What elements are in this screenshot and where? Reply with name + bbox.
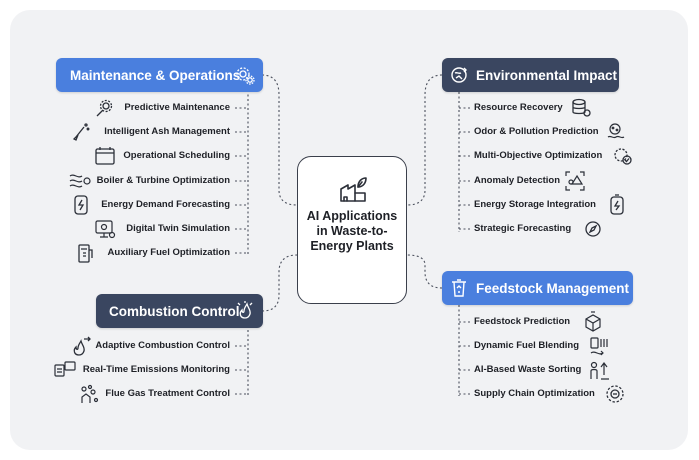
monitor-emissions-icon (53, 359, 77, 381)
combustion-header: Combustion Control (96, 294, 263, 328)
item-operational-scheduling: Operational Scheduling (123, 150, 230, 161)
item-predictive-maintenance: Predictive Maintenance (124, 102, 230, 113)
feedstock-header: Feedstock Management (442, 271, 633, 305)
item-intelligent-ash-management: Intelligent Ash Management (104, 126, 230, 137)
item-strategic-forecasting: Strategic Forecasting (474, 223, 572, 234)
fuel-pump-icon (77, 242, 95, 264)
pollution-icon (604, 121, 626, 143)
item-adaptive-combustion-control: Adaptive Combustion Control (95, 340, 230, 351)
item-resource-recovery: Resource Recovery (474, 102, 563, 113)
combustion-title: Combustion Control (109, 303, 240, 319)
recycle-bin-icon (449, 278, 469, 298)
digital-twin-icon (94, 218, 116, 240)
item-auxiliary-fuel-optimization: Auxiliary Fuel Optimization (107, 247, 230, 258)
database-recovery-icon (570, 97, 592, 119)
item-boiler-turbine-optimization: Boiler & Turbine Optimization (96, 175, 230, 186)
item-energy-storage-integration: Energy Storage Integration (474, 199, 596, 210)
energy-forecast-icon (72, 194, 90, 216)
feedstock-title: Feedstock Management (476, 280, 630, 296)
turbine-icon (68, 170, 92, 192)
fuel-blend-icon (587, 335, 611, 357)
compass-icon (582, 218, 604, 240)
item-digital-twin-simulation: Digital Twin Simulation (126, 223, 230, 234)
item-multi-objective-optimization: Multi-Objective Optimization (474, 150, 603, 161)
center-title: AI Applications in Waste-to-Energy Plant… (306, 209, 398, 253)
item-odor-pollution-prediction: Odor & Pollution Prediction (474, 126, 599, 137)
item-feedstock-prediction: Feedstock Prediction (474, 316, 571, 327)
item-supply-chain-optimization: Supply Chain Optimization (474, 388, 595, 399)
item-ai-based-waste-sorting: AI-Based Waste Sorting (474, 364, 582, 375)
item-realtime-emissions-monitoring: Real-Time Emissions Monitoring (82, 364, 230, 375)
environmental-header: Environmental Impact (442, 58, 619, 92)
item-dynamic-fuel-blending: Dynamic Fuel Blending (474, 340, 580, 351)
item-anomaly-detection: Anomaly Detection (474, 175, 561, 186)
gears-icon (235, 65, 255, 85)
item-flue-gas-treatment-control: Flue Gas Treatment Control (105, 388, 230, 399)
box-prediction-icon (582, 311, 604, 333)
flame-arrow-icon (70, 335, 92, 357)
globe-recycle-icon (449, 65, 469, 85)
ash-brush-icon (70, 121, 92, 143)
maintenance-title: Maintenance & Operations (70, 67, 241, 83)
environmental-title: Environmental Impact (476, 67, 618, 83)
maintenance-header: Maintenance & Operations (56, 58, 263, 92)
calendar-icon (94, 146, 116, 166)
gear-wrench-icon (94, 98, 114, 118)
anomaly-icon (564, 170, 586, 192)
center-node: AI Applications in Waste-to-Energy Plant… (297, 156, 407, 304)
factory-leaf-icon (338, 175, 368, 203)
gas-treatment-icon (78, 383, 100, 405)
sorting-icon (588, 359, 612, 381)
battery-icon (607, 194, 627, 216)
item-energy-demand-forecasting: Energy Demand Forecasting (101, 199, 230, 210)
optimization-check-icon (612, 145, 634, 167)
flame-sparkle-icon (235, 300, 255, 320)
chain-gear-icon (604, 383, 626, 405)
